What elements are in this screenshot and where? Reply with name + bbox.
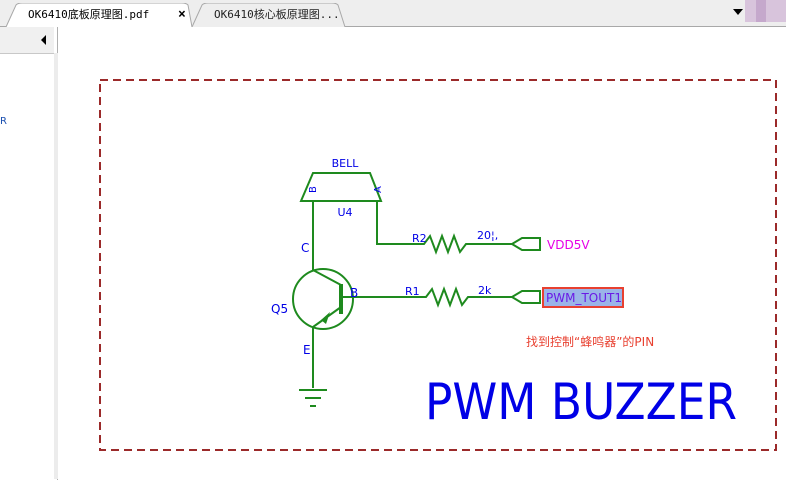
bell-label: BELL	[332, 157, 360, 170]
tab-bar: OK6410底板原理图.pdf × OK6410核心板原理图...	[0, 0, 786, 28]
q5-pin-e: E	[303, 343, 311, 357]
bell-ref: U4	[337, 206, 352, 219]
wire-bell-a	[376, 201, 412, 245]
sidebar-scrollbar[interactable]	[54, 53, 58, 479]
r1-value: 2k	[478, 284, 492, 297]
resistor-r1	[420, 286, 512, 308]
q5-ref: Q5	[271, 302, 288, 316]
emitter-arrow	[321, 312, 330, 324]
r2-value: 20¦,	[477, 229, 498, 242]
collapse-sidebar-icon[interactable]	[41, 35, 46, 45]
bell-pin-a: A	[373, 186, 384, 193]
sheet-border	[99, 79, 777, 451]
sidebar-header	[0, 27, 54, 54]
sidebar-text-fragment: R	[0, 116, 7, 127]
bell-symbol	[299, 172, 383, 202]
q5-pin-b: B	[350, 286, 358, 300]
tab-baseboard-pdf[interactable]: OK6410底板原理图.pdf ×	[6, 3, 192, 28]
pwm-highlight-box	[542, 287, 624, 308]
r1-ref: R1	[405, 285, 420, 298]
port-vdd5v	[511, 237, 541, 251]
window-corner-decoration	[745, 0, 786, 22]
corner-stripe	[756, 0, 766, 22]
tab-shape	[192, 3, 346, 28]
port-pwm	[511, 290, 541, 304]
annotation-find-pin: 找到控制“蜂鸣器”的PIN	[526, 334, 654, 349]
tab-coreboard-pdf[interactable]: OK6410核心板原理图...	[192, 3, 347, 28]
schematic-title: PWM BUZZER	[425, 373, 737, 431]
q5-pin-c: C	[301, 241, 309, 255]
bell-pin-b: B	[308, 186, 319, 193]
document-canvas: BELL U4 B A C B Q5 E R2 20¦, R	[58, 27, 786, 480]
transistor-collector	[312, 269, 342, 286]
net-pwm-tout1[interactable]: PWM_TOUT1	[546, 291, 622, 305]
r2-ref: R2	[412, 232, 427, 245]
tab-label: OK6410核心板原理图...	[214, 8, 340, 21]
tab-list-dropdown-icon[interactable]	[733, 9, 743, 15]
transistor-circle	[292, 268, 354, 330]
wires	[292, 201, 541, 407]
tab-label: OK6410底板原理图.pdf	[28, 8, 150, 21]
schematic: BELL U4 B A C B Q5 E R2 20¦, R	[99, 79, 777, 451]
close-icon[interactable]: ×	[178, 7, 186, 22]
net-vdd5v: VDD5V	[547, 238, 590, 252]
sidebar-panel: R	[0, 27, 58, 480]
tab-shape	[6, 3, 192, 28]
resistor-r2	[412, 233, 512, 255]
